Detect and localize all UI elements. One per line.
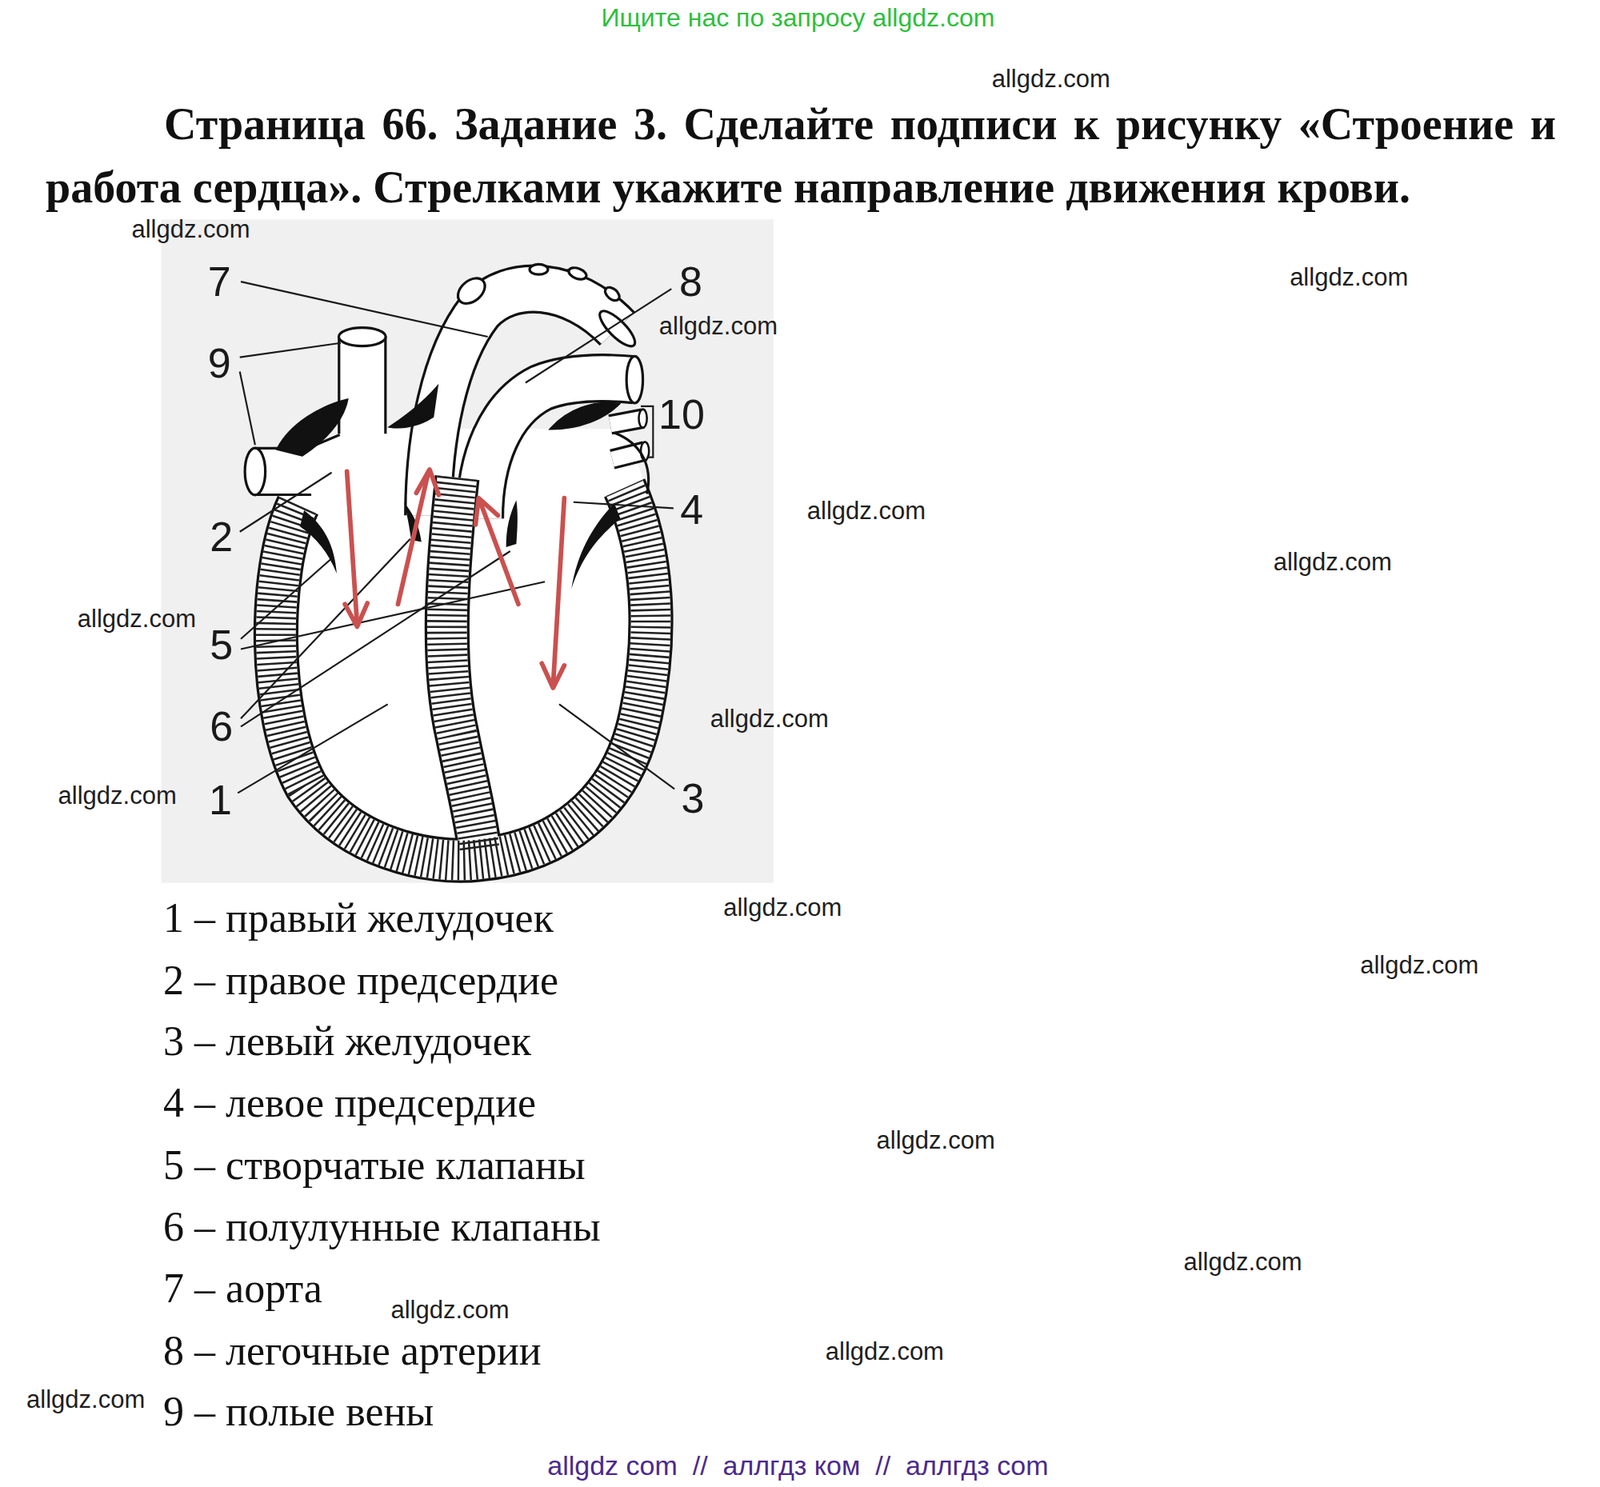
callout-number: 3 (681, 775, 705, 824)
atrium-wall (277, 400, 348, 456)
heart-muscle (447, 477, 480, 849)
leader-line (240, 581, 545, 649)
leader-line (240, 559, 331, 640)
watermark: allgdz.com (659, 312, 778, 341)
answer-line: 7 – аорта (163, 1264, 323, 1313)
callout-number: 8 (679, 258, 703, 307)
answer-line: 3 – левый желудочек (163, 1017, 532, 1066)
watermark: allgdz.com (131, 215, 250, 244)
answer-line: 1 – правый желудочек (163, 894, 554, 943)
answer-line: 9 – полые вены (163, 1388, 434, 1436)
aorta (529, 264, 548, 275)
atrium-wall (277, 388, 649, 495)
valve-flap (300, 510, 337, 574)
watermark: allgdz.com (1273, 548, 1392, 577)
watermark: allgdz.com (992, 65, 1111, 95)
atrium-wall (306, 435, 340, 450)
leader-line (240, 551, 511, 727)
leader-line (237, 704, 388, 793)
blood-flow-arrow (344, 603, 368, 627)
callout-number: 7 (208, 258, 232, 307)
pulmonary-veins (638, 409, 647, 428)
aorta (567, 265, 588, 282)
heart-muscle (276, 477, 652, 861)
vena-cava (244, 448, 266, 496)
leader-line (240, 371, 256, 445)
watermark: allgdz.com (1360, 951, 1479, 980)
footer-banner: allgdz com // аллгдз ком // аллгдз com (547, 1450, 1048, 1482)
heading: Страница 66. Задание 3. Сделайте подписи… (45, 92, 1556, 220)
blood-flow-arrow (416, 469, 439, 496)
leader-line (525, 288, 672, 383)
answer-line: 8 – легочные артерии (163, 1327, 542, 1376)
callout-number: 10 (658, 391, 705, 440)
callout-number: 1 (208, 776, 232, 825)
blood-flow-arrow (541, 663, 564, 688)
watermark: allgdz.com (26, 1385, 145, 1415)
watermark: allgdz.com (1289, 263, 1408, 292)
leader-line (640, 406, 653, 458)
answer-line: 2 – правое предсердие (163, 956, 559, 1005)
leader-line (240, 472, 332, 532)
watermark: allgdz.com (807, 496, 926, 526)
vena-cava (338, 328, 386, 347)
atrium-wall (391, 388, 437, 428)
leader-line (573, 502, 674, 509)
pulmonary-artery (626, 356, 643, 404)
watermark: allgdz.com (1183, 1248, 1302, 1277)
aorta (602, 284, 622, 304)
leader-line (240, 343, 341, 358)
blood-flow-arrow (397, 471, 428, 604)
callout-number: 9 (208, 340, 232, 388)
leader-line (237, 281, 675, 793)
callout-number: 4 (680, 486, 704, 535)
answer-line: 5 – створчатые клапаны (163, 1141, 586, 1190)
blood-flow-arrow (552, 498, 564, 687)
callout-number: 5 (209, 621, 233, 670)
atrium-wall (614, 432, 649, 495)
watermark: allgdz.com (710, 704, 829, 734)
valve-flap (571, 503, 620, 589)
heart-muscle (447, 477, 480, 849)
watermark: allgdz.com (58, 781, 177, 811)
vena-cava (340, 336, 384, 435)
watermark: allgdz.com (876, 1126, 996, 1156)
watermark: allgdz.com (390, 1296, 509, 1325)
leader-line (240, 539, 411, 720)
atrium-wall (551, 403, 619, 429)
watermark: allgdz.com (723, 893, 842, 923)
blood-flow-arrow (475, 498, 498, 525)
blood-flow-arrow (344, 469, 564, 688)
leader-line (240, 281, 488, 337)
blood-flow-arrow (347, 471, 358, 624)
heart-muscle (447, 477, 480, 849)
watermark: allgdz.com (825, 1337, 944, 1367)
callout-number: 2 (209, 513, 233, 562)
site-banner: Ищите нас по запросу allgdz.com (601, 2, 996, 32)
answer-line: 4 – левое предсердие (163, 1079, 536, 1128)
answer-line: 6 – полулунные клапаны (163, 1204, 601, 1252)
aorta (452, 273, 490, 309)
watermark: allgdz.com (77, 604, 196, 634)
valve-flap (506, 500, 518, 548)
callout-number: 6 (209, 704, 233, 752)
leader-line (559, 704, 675, 789)
